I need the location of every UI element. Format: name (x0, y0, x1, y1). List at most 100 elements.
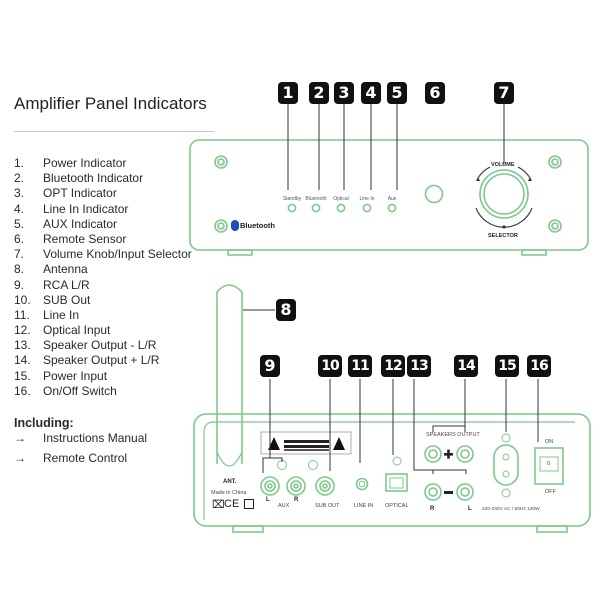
legend-label: Bluetooth Indicator (43, 171, 144, 186)
volume-knob-inner (483, 173, 525, 215)
legend-item: 15.Power Input (14, 369, 192, 384)
callout-badge-6: 6 (425, 82, 445, 104)
switch-mark: 0 (547, 461, 551, 467)
on-off-switch (534, 447, 564, 485)
legend-item: 1. Power Indicator (14, 156, 192, 171)
line-in-jack (355, 477, 369, 491)
including-item: →Instructions Manual (14, 431, 147, 451)
legend-label: Optical Input (43, 323, 111, 338)
speaker-left-label: L (468, 506, 472, 512)
rear-foot-right (536, 525, 568, 533)
legend-number: 10. (14, 292, 31, 307)
legend-list: 1.Power Indicator 2.Bluetooth Indicator … (14, 156, 192, 399)
bluetooth-logo-text: Bluetooth (240, 221, 275, 230)
led-line-in (362, 203, 372, 213)
speaker-terminal (424, 483, 442, 501)
legend-number: 8. (14, 262, 25, 277)
rear-foot-left (232, 525, 264, 533)
legend-label: Power Indicator (43, 156, 127, 170)
legend-item: 2. Bluetooth Indicator (14, 171, 192, 186)
legend-number: 7. (14, 247, 25, 262)
warning-triangle-icon (333, 437, 345, 450)
screw-icon (548, 155, 562, 169)
made-in-label: Made in China (211, 490, 247, 496)
screw-icon (392, 456, 402, 466)
weee-icon: ⌧ (212, 499, 225, 511)
double-insulation-icon (244, 499, 254, 509)
legend-number: 5. (14, 216, 25, 231)
led-optical (336, 203, 346, 213)
antenna (216, 284, 243, 464)
ce-mark: CE (224, 498, 240, 510)
callout-badge-10: 10 (318, 355, 342, 377)
speaker-terminal (456, 483, 474, 501)
including-label: Instructions Manual (43, 431, 148, 445)
including-list: →Instructions Manual → Remote Control (14, 431, 147, 471)
legend-number: 14. (14, 353, 31, 368)
diagram-title: Amplifier Panel Indicators (14, 94, 207, 113)
led-label-bluetooth: Bluetooth (305, 196, 327, 202)
legend-item: 12. Optical Input (14, 323, 192, 338)
power-spec-label: 220-240V AC / 50Hz 120W (482, 507, 540, 512)
legend-item: 14. Speaker Output + L/R (14, 353, 192, 368)
legend-label: Speaker Output + L/R (43, 353, 160, 368)
switch-on-label: ON (545, 439, 554, 445)
legend-label: Speaker Output - L/R (43, 338, 157, 353)
callout-badge-14: 14 (454, 355, 478, 377)
optical-label: OPTICAL (385, 503, 409, 509)
legend-label: On/Off Switch (43, 383, 117, 398)
legend-label: Antenna (43, 262, 88, 277)
legend-label: Power Input (43, 368, 108, 383)
legend-item: 4. Line In Indicator (14, 202, 192, 217)
volume-label: VOLUME (491, 162, 515, 168)
legend-number: 12. (14, 323, 31, 338)
aux-label: AUX (278, 503, 290, 509)
callout-badge-3: 3 (334, 82, 354, 104)
selector-label: SELECTOR (488, 233, 518, 239)
screw-icon (501, 488, 511, 498)
legend-item: 16.On/Off Switch (14, 384, 192, 399)
callout-badge-15: 15 (495, 355, 519, 377)
front-panel-outline (189, 139, 589, 251)
legend-number: 9. (14, 277, 25, 292)
screw-icon (214, 155, 228, 169)
including-label: Remote Control (43, 451, 128, 465)
legend-item: 8. Antenna (14, 262, 192, 277)
sub-out-label: SUB OUT (315, 503, 340, 509)
including-item: → Remote Control (14, 451, 147, 471)
callout-badge-2: 2 (309, 82, 329, 104)
legend-item: 7.Volume Knob/Input Selector (14, 247, 192, 262)
led-label-standby: Standby (282, 196, 302, 202)
callout-badge-12: 12 (381, 355, 405, 377)
legend-number: 4. (14, 201, 25, 216)
speaker-right-label: R (430, 506, 435, 512)
including-title: Including: (14, 416, 74, 430)
legend-item: 6.Remote Sensor (14, 232, 192, 247)
rear-panel-outline (193, 413, 591, 527)
legend-number: 11. (14, 307, 30, 322)
minus-sign (444, 491, 453, 494)
arrow-icon (528, 177, 532, 181)
legend-number: 3. (14, 186, 25, 201)
callout-badge-1: 1 (278, 82, 298, 104)
optical-port (385, 473, 408, 492)
power-input-socket (493, 444, 519, 486)
led-standby (287, 203, 297, 213)
sub-out-jack (315, 476, 335, 496)
arrow-right-icon: → (14, 451, 26, 465)
legend-number: 1. (14, 156, 25, 170)
legend-label: Line In (43, 307, 80, 322)
switch-off-label: OFF (545, 489, 556, 495)
speakers-output-label: SPEAKERS OUTPUT (426, 432, 480, 438)
led-label-optical: Optical (333, 196, 349, 202)
legend-label: Line In Indicator (43, 201, 129, 216)
front-foot-left (227, 249, 253, 256)
callout-badge-9: 9 (260, 355, 280, 377)
caution-label (260, 431, 352, 455)
legend-number: 2. (14, 171, 25, 186)
legend-label: AUX Indicator (43, 216, 118, 231)
volume-knob-outer (479, 169, 529, 219)
speaker-terminal (456, 445, 474, 463)
screw-icon (308, 460, 318, 470)
